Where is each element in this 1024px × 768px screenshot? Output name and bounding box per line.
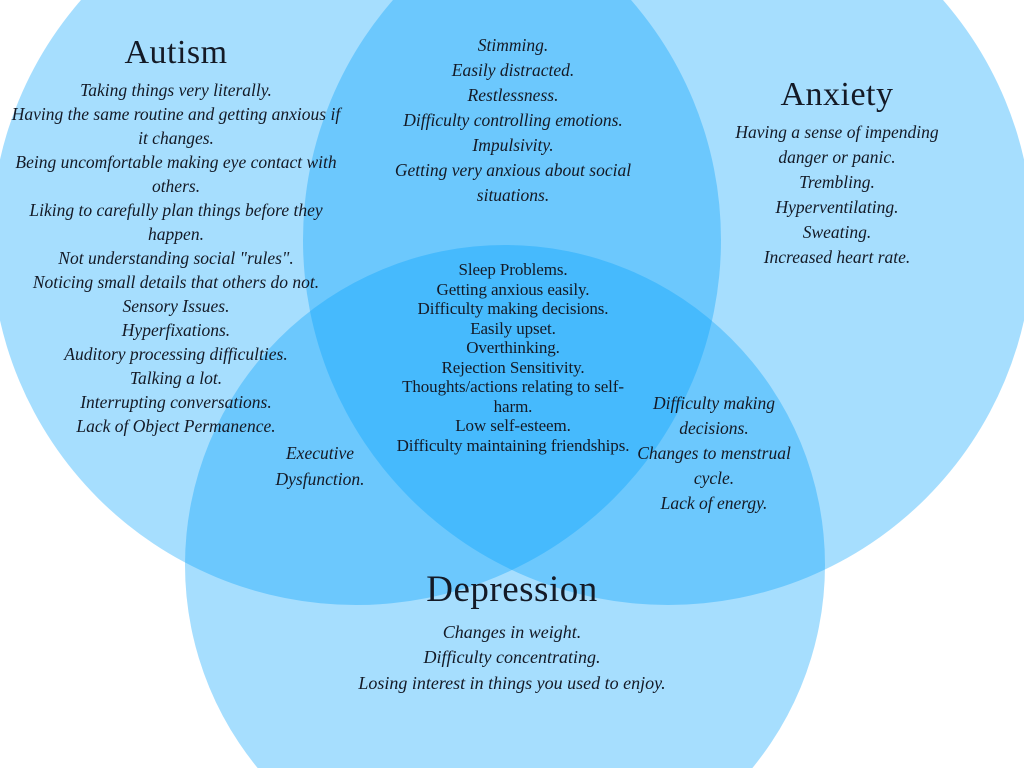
autism-circle	[0, 0, 721, 605]
list-item: Difficulty concentrating.	[423, 647, 601, 668]
list-item: Lack of energy.	[660, 493, 768, 513]
autism-depression-overlap-region: Executive Dysfunction.	[246, 440, 394, 492]
list-item: Sleep Problems.	[458, 260, 568, 279]
anxiety-circle	[303, 0, 1024, 605]
depression-circle	[185, 245, 825, 768]
list-item: Hyperfixations.	[121, 320, 231, 341]
list-item: Sensory Issues.	[122, 296, 230, 317]
anxiety-depression-overlap-region: Difficulty making decisions. Changes to m…	[625, 391, 803, 516]
autism-list: Taking things very literally. Having the …	[8, 78, 344, 438]
list-item: Changes to menstrual cycle.	[637, 443, 791, 488]
list-item: Easily distracted.	[451, 60, 575, 80]
list-item: Restlessness.	[467, 85, 559, 105]
list-item: Thoughts/actions relating to self-harm.	[402, 377, 624, 416]
list-item: Impulsivity.	[472, 135, 554, 155]
list-item: Sweating.	[802, 222, 872, 243]
list-item: Liking to carefully plan things before t…	[29, 200, 323, 245]
triple-overlap-region: Sleep Problems.Getting anxious easily.Di…	[394, 260, 632, 455]
depression-region: Depression Changes in weight. Difficulty …	[350, 569, 674, 697]
list-item: Having the same routine and getting anxi…	[11, 104, 341, 149]
list-item: Lack of Object Permanence.	[76, 416, 276, 437]
anxiety-region: Anxiety Having a sense of impending dang…	[711, 76, 963, 270]
list-item: Trembling.	[799, 172, 875, 193]
list-item: Difficulty making decisions.	[417, 299, 609, 318]
list-item: Difficulty controlling emotions.	[403, 110, 623, 130]
anxiety-list: Having a sense of impending danger or pa…	[711, 120, 963, 270]
autism-anxiety-overlap-region: Stimming. Easily distracted. Restlessness.…	[367, 33, 659, 208]
depression-list: Changes in weight. Difficulty concentrati…	[350, 620, 674, 697]
list-item: Taking things very literally.	[80, 80, 272, 101]
list-item: Hyperventilating.	[775, 197, 899, 218]
list-item: Low self-esteem.	[455, 416, 571, 435]
depression-title: Depression	[426, 569, 598, 610]
list-item: Stimming.	[477, 35, 549, 55]
anxiety-depression-list: Difficulty making decisions. Changes to m…	[625, 391, 803, 516]
list-item: Losing interest in things you used to en…	[358, 672, 666, 693]
autism-anxiety-list: Stimming. Easily distracted. Restlessness.…	[367, 33, 659, 208]
list-item: Increased heart rate.	[763, 247, 911, 268]
list-item: Rejection Sensitivity.	[441, 357, 585, 377]
list-item: Difficulty maintaining friendships.	[396, 435, 630, 455]
list-item: Changes in weight.	[442, 621, 582, 642]
autism-region: Autism Taking things very literally. Havi…	[8, 34, 344, 438]
autism-title: Autism	[124, 34, 228, 71]
list-item: Getting anxious easily.	[436, 279, 590, 299]
list-item: Noticing small details that others do no…	[32, 272, 320, 293]
list-item: Not understanding social "rules".	[58, 248, 294, 269]
triple-overlap-list: Sleep Problems.Getting anxious easily.Di…	[394, 260, 632, 455]
autism-depression-list: Executive Dysfunction.	[246, 440, 394, 492]
anxiety-title: Anxiety	[780, 76, 894, 113]
list-item: Being uncomfortable making eye contact w…	[15, 152, 337, 197]
list-item: Having a sense of impending danger or pa…	[735, 122, 939, 168]
list-item: Getting very anxious about social situat…	[394, 160, 632, 205]
list-item: Auditory processing difficulties.	[64, 344, 288, 365]
list-item: Interrupting conversations.	[80, 392, 272, 413]
list-item: Easily upset.	[470, 318, 556, 338]
list-item: Difficulty making decisions.	[653, 393, 775, 438]
list-item: Overthinking.	[466, 338, 560, 357]
list-item: Talking a lot.	[129, 368, 223, 389]
list-item: Executive Dysfunction.	[275, 443, 365, 489]
